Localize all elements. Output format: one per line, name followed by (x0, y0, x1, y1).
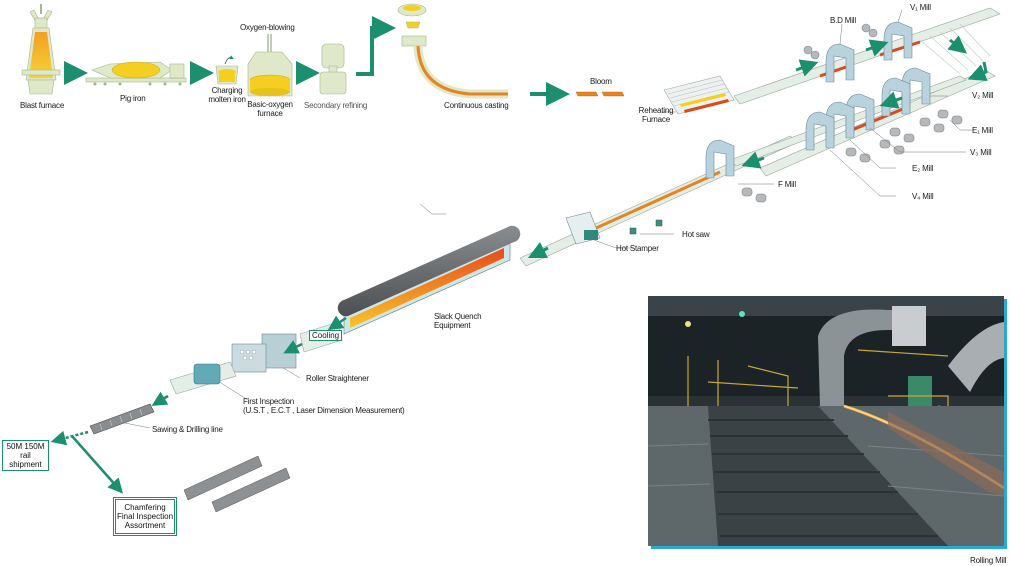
label-cooling: Cooling (309, 330, 343, 341)
rail-bundles-icon (183, 455, 291, 513)
label-roller-straightener: Roller Straightener (306, 374, 369, 383)
label-final-line1: Chamfering (124, 503, 166, 512)
label-v1-mill: V₁ Mill (910, 3, 931, 12)
slack-quench-icon (337, 225, 521, 335)
label-hot-saw: Hot saw (682, 230, 710, 239)
rolling-mill-photo-art (648, 296, 1004, 546)
label-e1-mill: E₁ Mill (972, 126, 993, 135)
hot-stamper-icon (565, 211, 601, 245)
pig-iron-icon (85, 61, 187, 86)
label-v3-mill: V₃ Mill (970, 148, 992, 157)
label-charging-line1: Charging (211, 86, 243, 95)
reheating-furnace-icon (663, 75, 735, 115)
label-v4-mill: V₄ Mill (912, 192, 934, 201)
v1-mill-stand (861, 21, 913, 61)
hot-saw-icon (629, 219, 663, 235)
label-shipment-line1: 50M 150M (6, 442, 45, 451)
hot-bars (573, 40, 921, 240)
label-bof-line2: furnace (257, 109, 283, 118)
label-blast-furnace: Blast furnace (20, 101, 65, 110)
label-reheating-line1: Reheating (638, 106, 674, 115)
label-e2-mill: E₂ Mill (912, 164, 934, 173)
f-mill-stand (705, 139, 735, 179)
bloom-icon (575, 91, 625, 97)
label-reheating-line2: Furnace (642, 115, 670, 124)
v4-mill-stand (805, 111, 835, 151)
mill-stands (705, 21, 931, 179)
label-first-inspection-line1: First Inspection (243, 397, 295, 406)
continuous-casting-icon (397, 3, 508, 99)
label-final-line3: Assortment (124, 521, 166, 530)
first-inspection-icon (169, 361, 237, 395)
secondary-refining-icon (319, 43, 347, 95)
label-v2-mill: V₂ Mill (972, 91, 994, 100)
label-secondary-refining: Secondary refining (304, 101, 368, 110)
blast-furnace-icon (21, 4, 61, 95)
label-continuous-casting: Continuous casting (444, 101, 509, 110)
label-f-mill: F Mill (778, 180, 796, 189)
label-bloom: Bloom (590, 77, 612, 86)
label-final-line2: Final Inspection (116, 512, 174, 521)
label-pig-iron: Pig iron (120, 94, 146, 103)
label-bof-line1: Basic-oxygen (247, 100, 293, 109)
sawing-drilling-icon (89, 403, 155, 435)
label-first-inspection-line2: (U.S.T , E.C.T , Laser Dimension Measure… (243, 406, 405, 415)
label-oxygen-blowing: Oxygen-blowing (240, 23, 295, 32)
roller-straightener-icon (231, 321, 343, 373)
bd-mill-stand (803, 43, 855, 83)
rolling-mill-photo (648, 296, 1004, 546)
label-bd-mill: B.D Mill (830, 16, 856, 25)
rolling-arrows (527, 35, 988, 259)
basic-oxygen-furnace-icon (247, 34, 293, 97)
label-slack-quench-line2: Equipment (434, 321, 471, 330)
photo-caption: Rolling Mill (970, 556, 1007, 565)
label-hot-stamper: Hot Stamper (616, 244, 659, 253)
label-slack-quench-line1: Slack Quench (434, 312, 482, 321)
flow-arrows (64, 16, 570, 106)
leader-lines (119, 9, 974, 429)
label-sawing-drilling: Sawing & Drilling line (152, 425, 223, 434)
label-first-inspection: First Inspection(U.S.T , E.C.T , Laser D… (243, 397, 405, 415)
label-charging-line2: molten iron (208, 95, 246, 104)
finishing-arrows (50, 315, 347, 494)
ladle-icon (215, 55, 239, 85)
label-shipment-line2: rail shipment (9, 451, 42, 469)
